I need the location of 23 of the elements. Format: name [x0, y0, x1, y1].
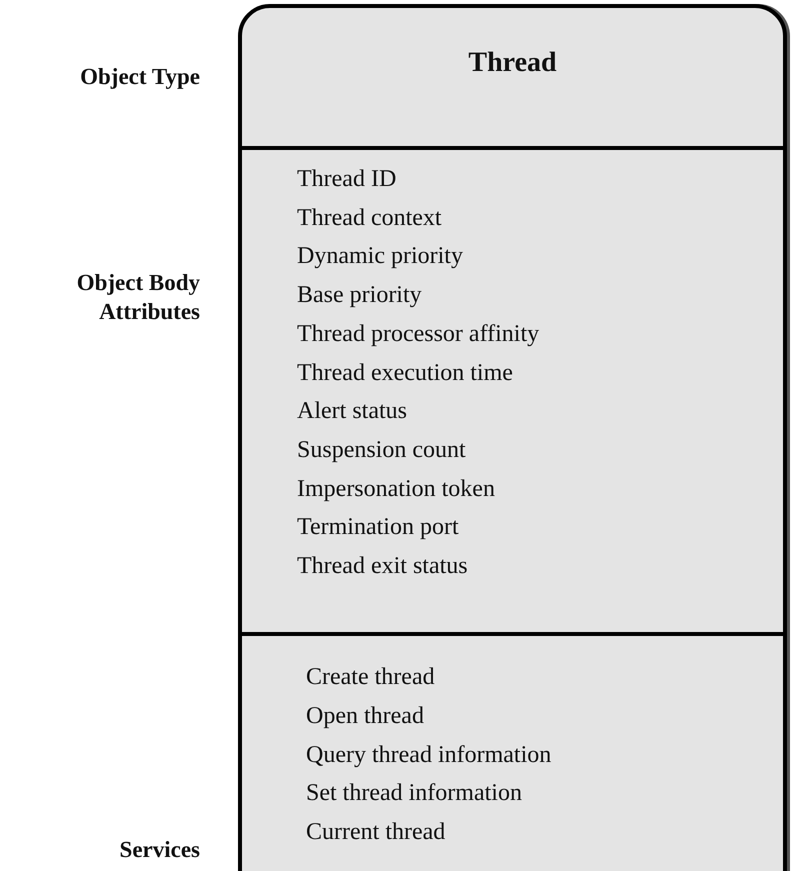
- attributes-section: [238, 150, 787, 636]
- service-text: Current thread: [306, 818, 446, 848]
- attribute-text: Base priority: [297, 281, 422, 310]
- attribute-text: Thread context: [297, 204, 442, 233]
- attribute-text: Suspension count: [297, 436, 466, 465]
- row-label: Services: [118, 836, 200, 864]
- object-type-section: [238, 4, 787, 150]
- attribute-text: Thread processor affinity: [297, 320, 540, 349]
- attribute-text: Impersonation token: [297, 474, 495, 504]
- attribute-text: Alert status: [297, 397, 407, 426]
- row-label: Object Type: [79, 63, 200, 91]
- attribute-text: Thread exit status: [297, 552, 468, 581]
- service-text: Set thread information: [306, 779, 522, 808]
- attribute-text: Thread execution time: [297, 358, 513, 388]
- attribute-text: Thread ID: [297, 165, 396, 194]
- attribute-text: Dynamic priority: [297, 242, 463, 272]
- service-text: Query thread information: [306, 740, 552, 770]
- row-label: Object Body Attributes: [76, 269, 200, 326]
- service-text: Create thread: [306, 663, 435, 692]
- service-text: Open thread: [306, 702, 424, 731]
- object-type-title: Thread: [467, 48, 558, 78]
- services-section: [238, 636, 787, 871]
- attribute-text: Termination port: [297, 513, 459, 542]
